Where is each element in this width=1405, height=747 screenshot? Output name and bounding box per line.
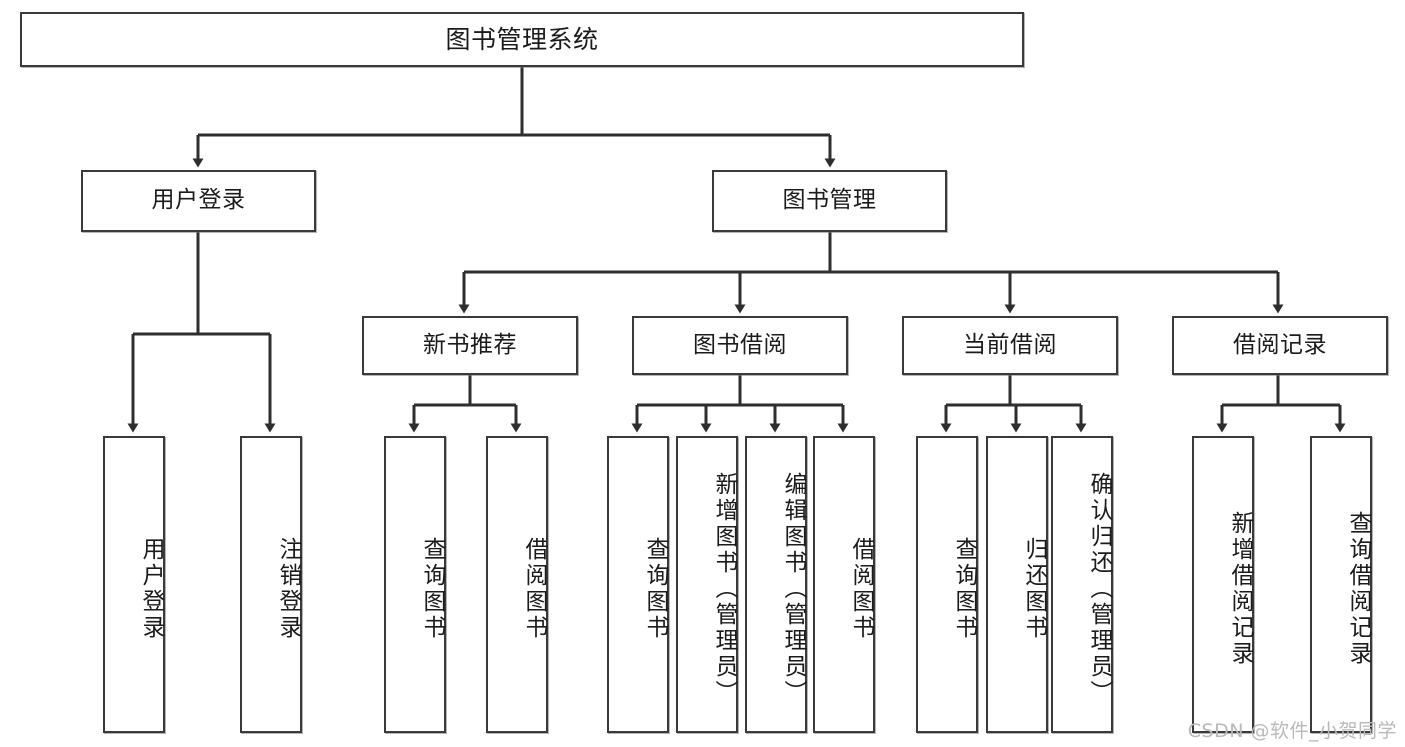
node-label: 借阅图书 [848, 536, 874, 641]
node-label: 图书借阅 [693, 331, 787, 358]
node-label: 借阅记录 [1233, 331, 1327, 358]
node-label: 注销登录 [275, 536, 301, 641]
node-leaf-edit-book[interactable]: 编辑图书（管理员） [745, 436, 807, 733]
node-leaf-return-book[interactable]: 归还图书 [986, 436, 1048, 733]
node-leaf-borrow-book-2[interactable]: 借阅图书 [813, 436, 875, 733]
node-label: 查询图书 [642, 536, 668, 641]
node-leaf-query-record[interactable]: 查询借阅记录 [1310, 436, 1372, 733]
node-book-manage[interactable]: 图书管理 [712, 170, 947, 232]
node-leaf-query-book-2[interactable]: 查询图书 [607, 436, 669, 733]
node-leaf-add-record[interactable]: 新增借阅记录 [1192, 436, 1254, 733]
node-leaf-user-logout[interactable]: 注销登录 [240, 436, 302, 733]
node-label: 确认归还（管理员） [1086, 471, 1112, 706]
node-leaf-borrow-book-1[interactable]: 借阅图书 [486, 436, 548, 733]
node-borrow-record[interactable]: 借阅记录 [1172, 316, 1388, 375]
node-book-borrow[interactable]: 图书借阅 [632, 316, 848, 375]
node-leaf-confirm-return[interactable]: 确认归还（管理员） [1051, 436, 1113, 733]
node-label: 图书管理 [782, 187, 877, 214]
node-label: 新书推荐 [423, 331, 517, 358]
node-label: 当前借阅 [963, 331, 1057, 358]
node-leaf-query-book-1[interactable]: 查询图书 [384, 436, 446, 733]
node-user-login[interactable]: 用户登录 [81, 170, 316, 232]
node-label: 新增图书（管理员） [711, 471, 737, 706]
node-leaf-add-book[interactable]: 新增图书（管理员） [676, 436, 738, 733]
node-leaf-user-login[interactable]: 用户登录 [103, 436, 165, 733]
node-label: 用户登录 [151, 187, 246, 214]
node-label: 图书管理系统 [445, 24, 599, 54]
node-new-book-recommend[interactable]: 新书推荐 [362, 316, 578, 375]
node-label: 编辑图书（管理员） [780, 471, 806, 706]
node-label: 查询图书 [951, 536, 977, 641]
node-label: 用户登录 [138, 536, 164, 641]
node-root-book-management-system[interactable]: 图书管理系统 [20, 12, 1024, 67]
node-label: 新增借阅记录 [1227, 510, 1253, 667]
node-label: 借阅图书 [521, 536, 547, 641]
node-leaf-query-book-3[interactable]: 查询图书 [916, 436, 978, 733]
node-current-borrow[interactable]: 当前借阅 [902, 316, 1118, 375]
node-label: 查询借阅记录 [1345, 510, 1371, 667]
watermark-csdn: CSDN @软件_小贺同学 [1187, 720, 1397, 742]
node-label: 归还图书 [1021, 536, 1047, 641]
node-label: 查询图书 [419, 536, 445, 641]
